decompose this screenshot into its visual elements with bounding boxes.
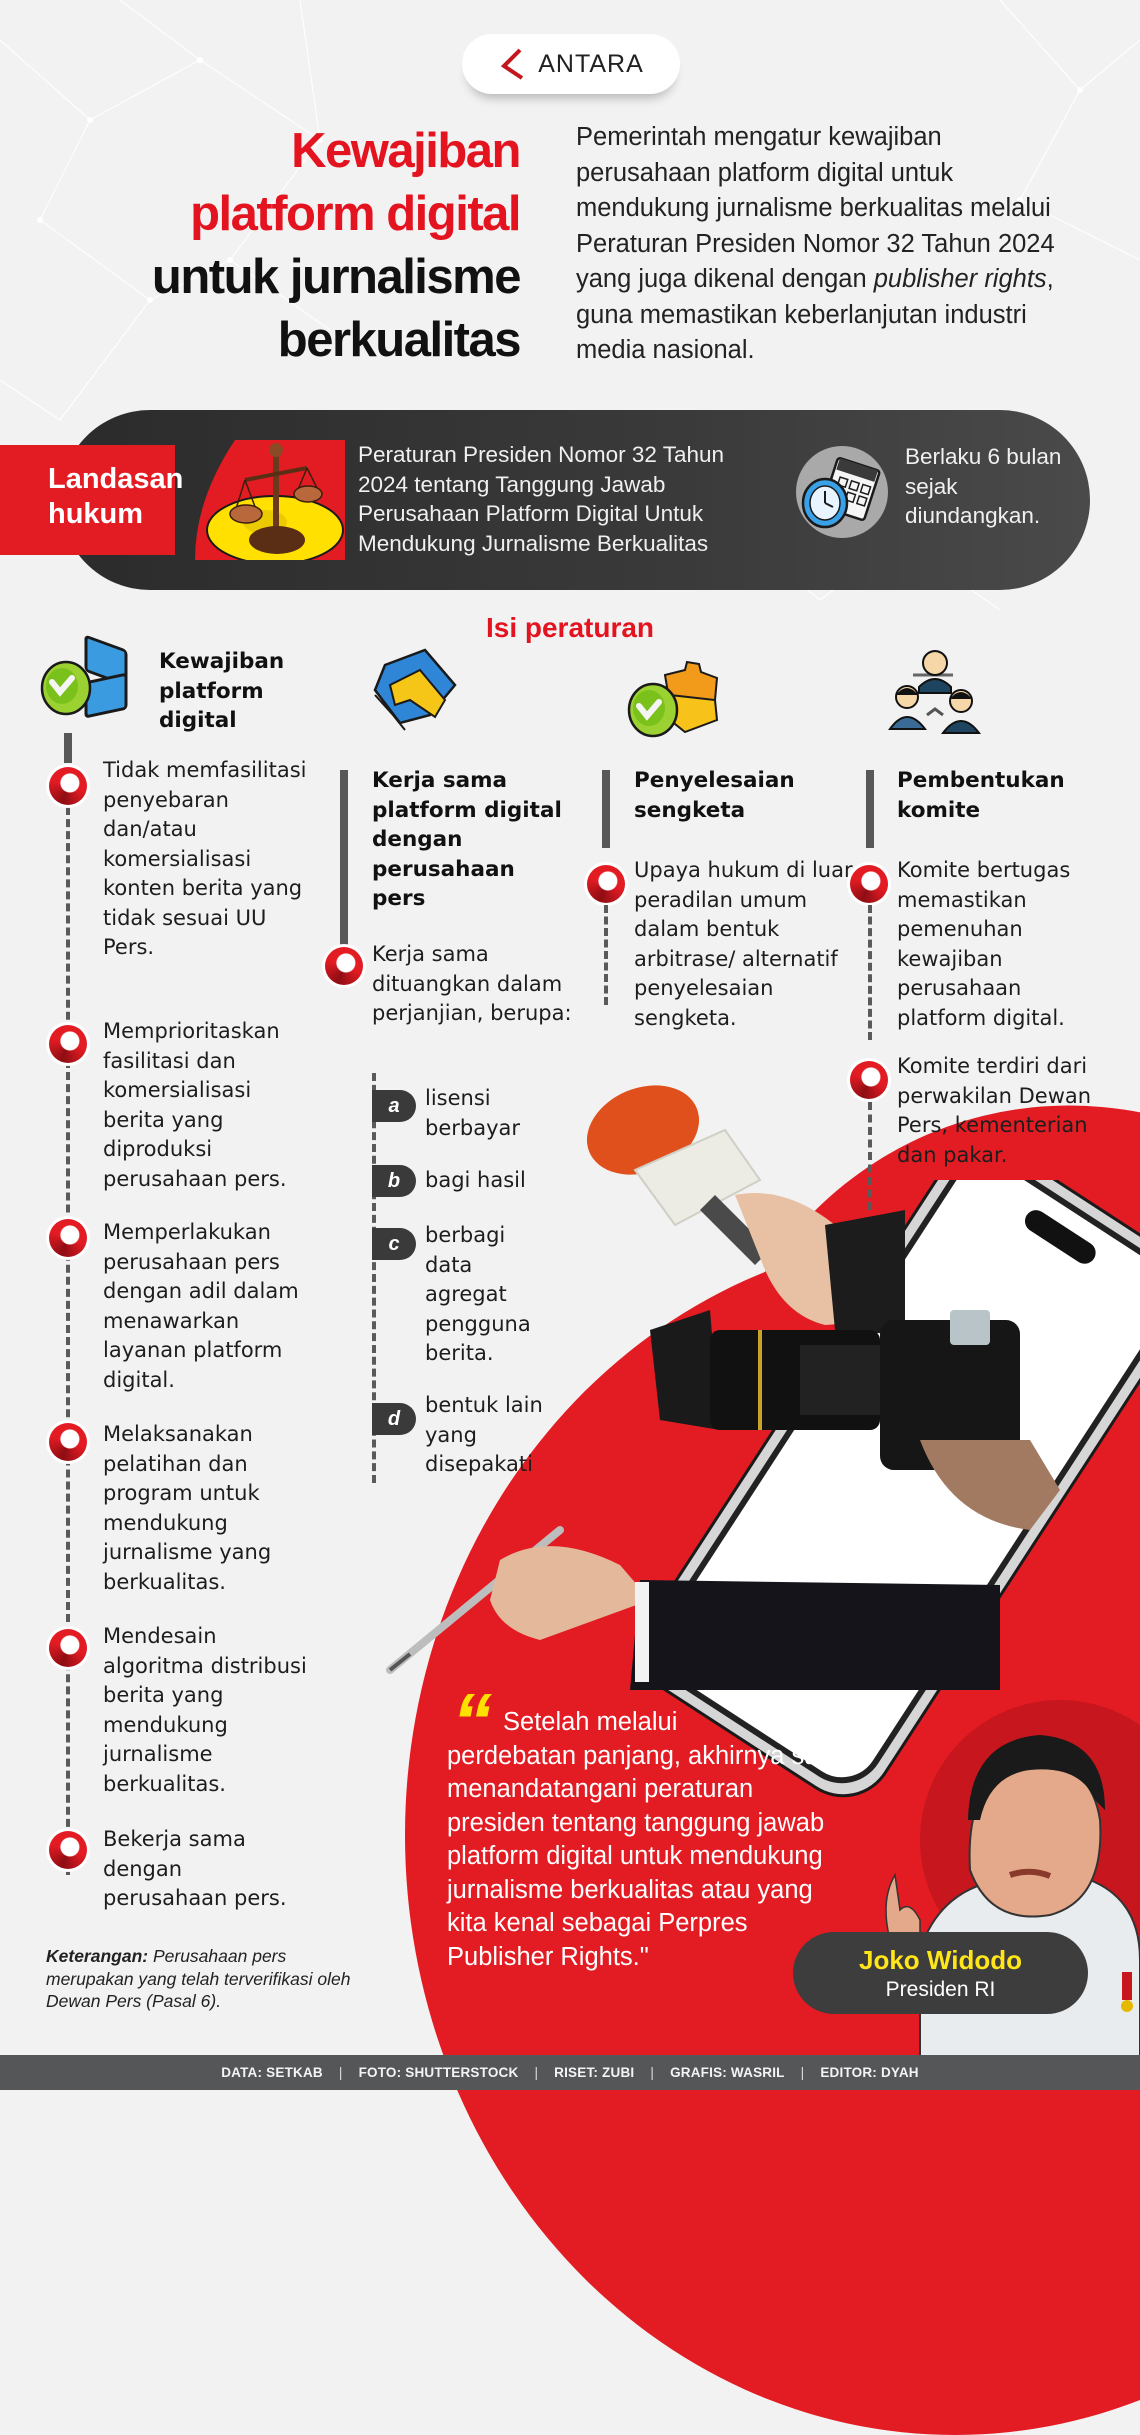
team-icon xyxy=(888,650,982,734)
legal-basis-label-bg xyxy=(0,445,175,555)
timeline-bullet xyxy=(46,1216,90,1260)
column-heading-pembentukan-komite: Pembentukan komite xyxy=(897,768,1065,823)
list-item: Upaya hukum di luar peradilan umum dalam… xyxy=(634,858,853,1030)
antara-chevron-icon xyxy=(501,48,524,80)
sub-item-letter-b: b xyxy=(372,1165,416,1197)
quote-mark-icon: “ xyxy=(452,1677,492,1766)
timeline-bullet xyxy=(46,1022,90,1066)
credit-foto: FOTO: SHUTTERSTOCK xyxy=(358,2065,519,2080)
column-heading-kewajiban: Kewajiban platform digital xyxy=(159,649,285,733)
credit-separator: | xyxy=(650,2065,655,2080)
legal-basis-label: Landasan hukum xyxy=(48,462,183,532)
page-title: Kewajiban platform digital untuk jurnali… xyxy=(40,120,522,372)
list-item: Komite bertugas memastikan pemenuhan kew… xyxy=(897,858,1071,1030)
legal-basis-label-line-2: hukum xyxy=(48,498,144,530)
timeline-solid-line xyxy=(64,733,72,763)
column-heading-kerja-sama: Kerja sama platform digital dengan perus… xyxy=(372,768,562,911)
timeline-dashed-line xyxy=(372,1073,376,1483)
list-item: Mendesain algoritma distribusi berita ya… xyxy=(103,1624,307,1796)
title-line-2: platform digital xyxy=(190,187,521,241)
list-item: Bekerja sama dengan perusahaan pers. xyxy=(103,1827,287,1910)
credit-separator: | xyxy=(800,2065,805,2080)
title-line-4: berkualitas xyxy=(277,313,522,367)
speaker-name: Joko Widodo xyxy=(859,1944,1022,1975)
title-line-3: untuk jurnalisme xyxy=(151,250,522,304)
timeline-bullet xyxy=(46,764,90,808)
timeline-bullet xyxy=(46,1420,90,1464)
intro-paragraph: Pemerintah mengatur kewajiban perusahaan… xyxy=(576,120,1076,369)
timeline-dashed-line xyxy=(868,1102,872,1210)
credit-separator: | xyxy=(534,2065,539,2080)
title-line-1: Kewajiban xyxy=(291,124,521,178)
sub-item: berbagi data agregat pengguna berita. xyxy=(425,1223,531,1365)
logo-text: ANTARA xyxy=(538,49,644,78)
list-item: Kerja sama dituangkan dalam perjanjian, … xyxy=(372,942,572,1025)
credits-footer: DATA: SETKAB | FOTO: SHUTTERSTOCK | RISE… xyxy=(0,2055,1140,2090)
handshake-icon xyxy=(373,648,457,731)
sub-item-letter-c: c xyxy=(372,1228,416,1260)
sub-item-letter-d: d xyxy=(372,1403,416,1435)
timeline-solid-line xyxy=(340,770,348,945)
quote-body: perdebatan panjang, akhirnya saya menand… xyxy=(447,1741,846,1971)
effective-date-text: Berlaku 6 bulan sejak diundangkan. xyxy=(905,444,1062,528)
laptop-check-icon xyxy=(40,635,128,718)
president-caricature-illustration xyxy=(885,1700,1140,2060)
list-item: Melaksanakan pelatihan dan program untuk… xyxy=(103,1422,272,1594)
sub-item-letter-a: a xyxy=(372,1090,416,1122)
footnote-label: Keterangan: xyxy=(46,1946,149,1966)
sub-item: lisensi berbayar xyxy=(425,1086,521,1140)
footnote: Keterangan: Perusahaan pers merupakan ya… xyxy=(46,1945,366,2013)
microphone-in-hand-illustration xyxy=(586,1085,905,1335)
legal-basis-text: Peraturan Presiden Nomor 32 Tahun 2024 t… xyxy=(358,442,725,556)
antara-logo: ANTARA xyxy=(462,34,680,94)
quote-text: Setelah melalui perdebatan panjang, akhi… xyxy=(447,1706,857,1974)
list-item: Memprioritaskan fasilitasi dan komersial… xyxy=(103,1019,287,1191)
speaker-role: Presiden RI xyxy=(885,1977,996,2001)
pen-in-hand-illustration xyxy=(386,1526,1000,1690)
network-background-decoration xyxy=(0,0,1140,611)
intro-text-2: , guna memastikan keberlanjutan industri… xyxy=(576,265,1054,364)
timeline-solid-line xyxy=(866,770,874,848)
timeline-dashed-line xyxy=(604,905,608,1005)
speaker-name-badge: Joko Widodo Presiden RI xyxy=(793,1932,1088,2014)
intro-text-1: Pemerintah mengatur kewajiban perusahaan… xyxy=(576,123,1055,293)
timeline-solid-line xyxy=(602,770,610,848)
calendar-clock-icon xyxy=(796,446,888,538)
sub-item: bagi hasil xyxy=(425,1168,526,1192)
list-item: Memperlakukan perusahaan pers dengan adi… xyxy=(103,1220,299,1392)
column-heading-penyelesaian-sengketa: Penyelesaian sengketa xyxy=(634,768,795,823)
timeline-bullet xyxy=(847,862,891,906)
sub-item: bentuk lain yang disepakati xyxy=(425,1393,543,1476)
camera-illustration xyxy=(650,1310,1060,1530)
timeline-bullet xyxy=(847,1058,891,1102)
timeline-bullet xyxy=(322,944,366,988)
timeline-bullet xyxy=(46,1626,90,1670)
puzzle-check-icon xyxy=(627,660,719,738)
list-item: Komite terdiri dari perwakilan Dewan Per… xyxy=(897,1054,1092,1167)
scales-of-justice-icon xyxy=(195,440,345,560)
credit-riset: RISET: ZUBI xyxy=(554,2065,635,2080)
timeline-bullet xyxy=(46,1828,90,1872)
legal-basis-label-line-1: Landasan xyxy=(48,463,184,495)
timeline-bullet xyxy=(584,862,628,906)
quote-first-line: Setelah melalui xyxy=(503,1708,678,1736)
section-title-isi-peraturan: Isi peraturan xyxy=(485,612,655,643)
list-item: Tidak memfasilitasi penyebaran dan/atau … xyxy=(103,758,307,959)
intro-italic: publisher rights xyxy=(873,265,1047,293)
credit-data: DATA: SETKAB xyxy=(221,2065,323,2080)
footnote-text: Perusahaan pers merupakan yang telah ter… xyxy=(46,1946,351,2011)
credit-editor: EDITOR: DYAH xyxy=(820,2065,919,2080)
timeline-dashed-line xyxy=(66,795,70,1875)
credit-grafis: GRAFIS: WASRIL xyxy=(670,2065,785,2080)
timeline-dashed-line xyxy=(868,905,872,1040)
credit-separator: | xyxy=(338,2065,343,2080)
